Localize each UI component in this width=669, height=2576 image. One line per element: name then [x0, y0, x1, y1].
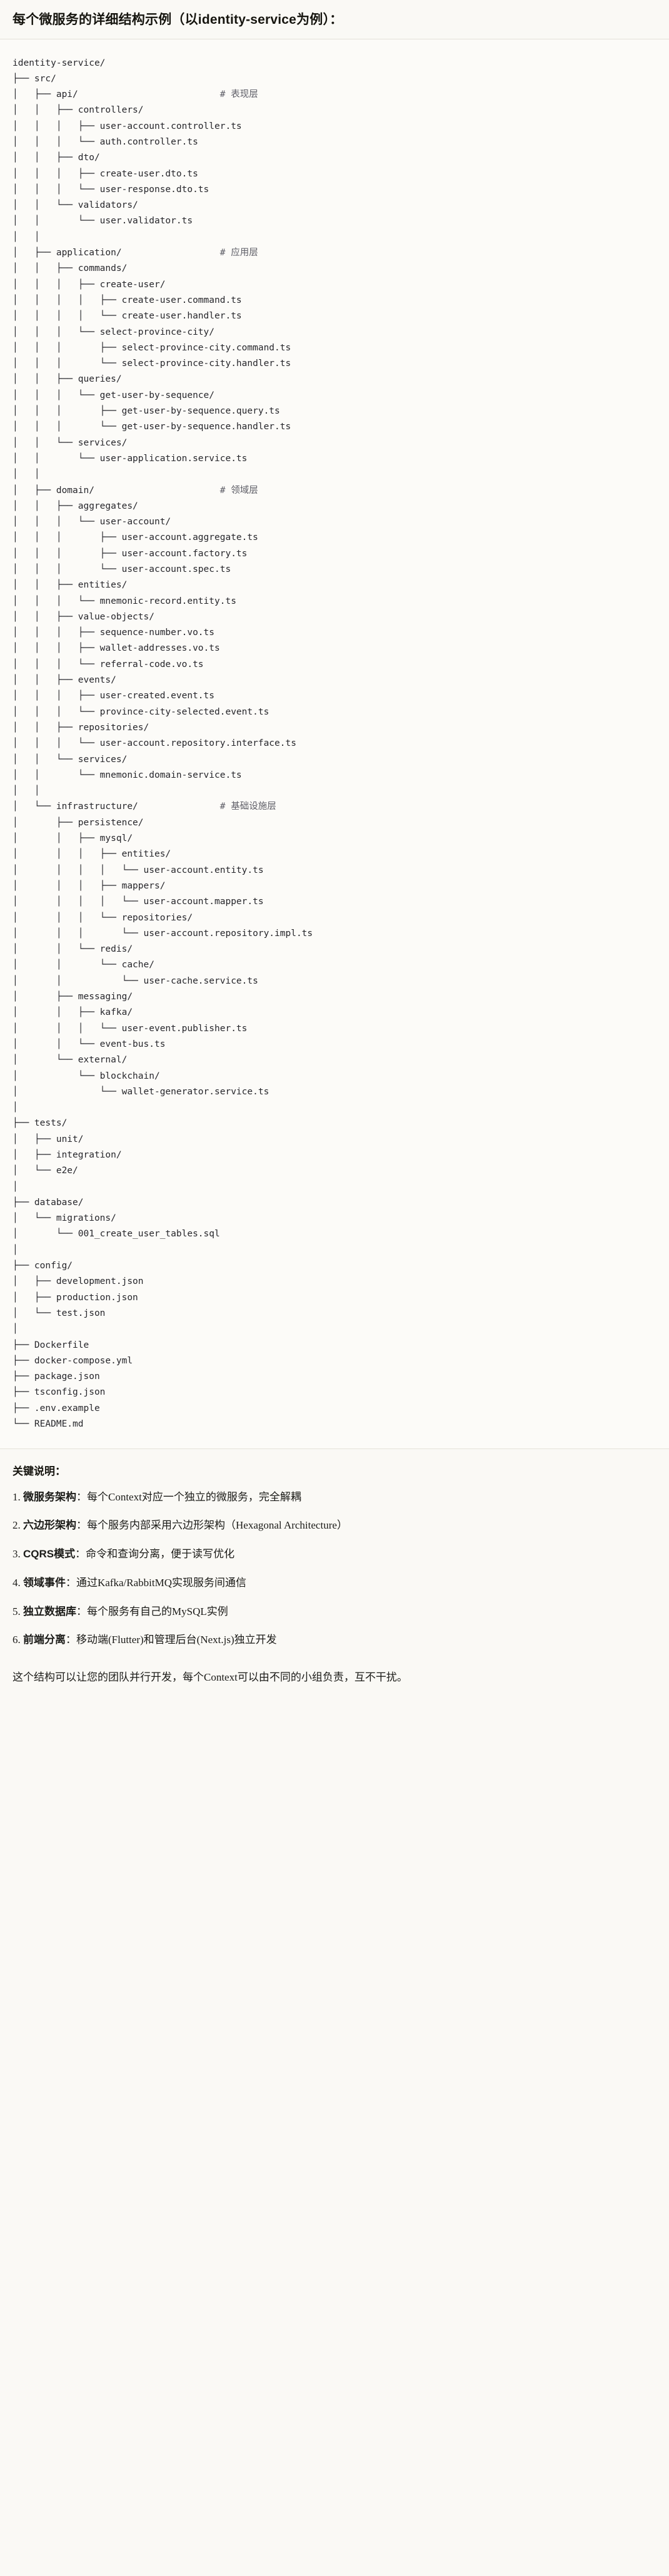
directory-tree: identity-service/ ├── src/ │ ├── api/ # …: [13, 58, 313, 1430]
tree-layer-comment: # 基础设施层: [219, 802, 276, 812]
tree-layer-comment: # 领域层: [219, 485, 258, 496]
key-note-item: 独立数据库：每个服务有自己的MySQL实例: [13, 1602, 656, 1621]
key-note-term: 六边形架构: [23, 1519, 76, 1532]
key-note-item: 微服务架构：每个Context对应一个独立的微服务，完全解耦: [13, 1488, 656, 1507]
key-note-description: ：每个服务内部采用六边形架构（Hexagonal Architecture）: [76, 1519, 348, 1532]
key-note-term: CQRS模式: [23, 1548, 76, 1560]
directory-tree-block: identity-service/ ├── src/ │ ├── api/ # …: [0, 39, 669, 1449]
closing-paragraph: 这个结构可以让您的团队并行开发，每个Context可以由不同的小组负责，互不干扰…: [13, 1671, 408, 1684]
key-notes-list: 微服务架构：每个Context对应一个独立的微服务，完全解耦六边形架构：每个服务…: [13, 1488, 656, 1650]
key-note-description: ：移动端(Flutter)和管理后台(Next.js)独立开发: [66, 1634, 277, 1646]
key-note-term: 独立数据库: [23, 1605, 76, 1617]
key-note-description: ：每个服务有自己的MySQL实例: [76, 1605, 228, 1617]
key-note-item: 领域事件：通过Kafka/RabbitMQ实现服务间通信: [13, 1574, 656, 1592]
document-page: 每个微服务的详细结构示例（以identity-service为例）： ident…: [0, 0, 669, 1701]
key-note-item: CQRS模式：命令和查询分离，便于读写优化: [13, 1545, 656, 1564]
tree-layer-comment: # 应用层: [219, 248, 258, 258]
key-note-description: ：每个Context对应一个独立的微服务，完全解耦: [76, 1490, 301, 1503]
key-note-item: 六边形架构：每个服务内部采用六边形架构（Hexagonal Architectu…: [13, 1516, 656, 1535]
key-note-term: 前端分离: [23, 1634, 66, 1646]
key-notes-title: 关键说明：: [13, 1465, 66, 1478]
key-note-description: ：通过Kafka/RabbitMQ实现服务间通信: [66, 1576, 246, 1589]
tree-layer-comment: # 表现层: [219, 89, 258, 100]
page-title: 每个微服务的详细结构示例（以identity-service为例）：: [13, 13, 343, 27]
key-notes-section: 关键说明： 微服务架构：每个Context对应一个独立的微服务，完全解耦六边形架…: [0, 1449, 669, 1664]
key-note-term: 领域事件: [23, 1576, 66, 1589]
tree-divider: [0, 1448, 669, 1450]
key-note-item: 前端分离：移动端(Flutter)和管理后台(Next.js)独立开发: [13, 1631, 656, 1649]
key-note-term: 微服务架构: [23, 1490, 76, 1503]
key-note-description: ：命令和查询分离，便于读写优化: [75, 1548, 235, 1560]
